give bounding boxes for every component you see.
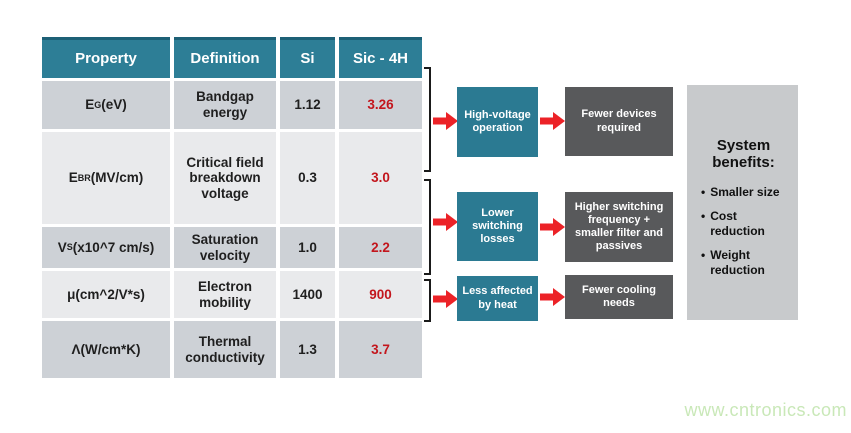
right-arrow-icon: [540, 288, 565, 306]
table-row-si-value: 1.0: [280, 227, 335, 268]
property-subscript: BR: [77, 172, 91, 183]
effect-box-higher-frequency: Higher switching frequency + smaller fil…: [565, 192, 673, 262]
table-row-sic-value: 3.7: [339, 321, 422, 378]
cause-box-high-voltage: High-voltage operation: [457, 87, 538, 157]
benefits-title: System benefits:: [712, 137, 775, 172]
bullet-icon: •: [701, 208, 706, 223]
table-row-property: μ (cm^2/V*s): [42, 271, 170, 318]
property-symbol: Λ: [71, 341, 81, 357]
col-header-property: Property: [42, 37, 170, 78]
effect-box-fewer-cooling: Fewer cooling needs: [565, 275, 673, 319]
property-units: (MV/cm): [90, 170, 144, 186]
table-row-definition: Thermal conductivity: [174, 321, 276, 378]
col-header-definition: Definition: [174, 37, 276, 78]
row-group-bracket-heat: [424, 279, 431, 322]
table-row-si-value: 1400: [280, 271, 335, 318]
property-units: (x10^7 cm/s): [72, 239, 155, 255]
table-row-sic-value: 900: [339, 271, 422, 318]
cause-box-switching-losses: Lower switching losses: [457, 192, 538, 261]
property-subscript: S: [66, 242, 73, 253]
system-benefits-panel: System benefits: • Smaller size • Cost r…: [687, 85, 798, 320]
bullet-icon: •: [701, 247, 706, 262]
right-arrow-icon: [433, 290, 458, 308]
table-row-definition: Electron mobility: [174, 271, 276, 318]
property-subscript: G: [94, 99, 102, 110]
cause-box-heat: Less affected by heat: [457, 276, 538, 321]
row-group-bracket-high-voltage: [424, 67, 431, 172]
table-row-si-value: 1.12: [280, 81, 335, 129]
watermark-url: www.cntronics.com: [684, 400, 847, 420]
table-row-si-value: 1.3: [280, 321, 335, 378]
table-row-property: Λ (W/cm*K): [42, 321, 170, 378]
effect-box-fewer-devices: Fewer devices required: [565, 87, 673, 156]
row-group-bracket-switching: [424, 179, 431, 275]
property-symbol: V: [57, 239, 67, 255]
property-symbol: E: [85, 97, 95, 113]
table-row-definition: Saturation velocity: [174, 227, 276, 268]
right-arrow-icon: [433, 112, 458, 130]
benefit-item: • Cost reduction: [701, 209, 786, 239]
property-symbol: E: [68, 170, 78, 186]
right-arrow-icon: [540, 218, 565, 236]
table-row-sic-value: 3.26: [339, 81, 422, 129]
table-row-sic-value: 3.0: [339, 132, 422, 224]
benefit-item: • Weight reduction: [701, 248, 786, 278]
table-row-si-value: 0.3: [280, 132, 335, 224]
table-row-definition: Bandgap energy: [174, 81, 276, 129]
table-row-definition: Critical field breakdown voltage: [174, 132, 276, 224]
right-arrow-icon: [433, 213, 458, 231]
right-arrow-icon: [540, 112, 565, 130]
benefit-label: Cost reduction: [710, 208, 765, 238]
bullet-icon: •: [701, 184, 706, 199]
property-symbol: μ: [67, 286, 76, 302]
property-units: (cm^2/V*s): [75, 286, 145, 302]
property-units: (W/cm*K): [80, 341, 141, 357]
benefit-label: Weight reduction: [710, 247, 765, 277]
property-units: (eV): [101, 97, 127, 113]
col-header-si: Si: [280, 37, 335, 78]
benefit-label: Smaller size: [710, 184, 780, 199]
table-row-sic-value: 2.2: [339, 227, 422, 268]
col-header-sic4h: Sic - 4H: [339, 37, 422, 78]
benefit-item: • Smaller size: [701, 185, 786, 200]
